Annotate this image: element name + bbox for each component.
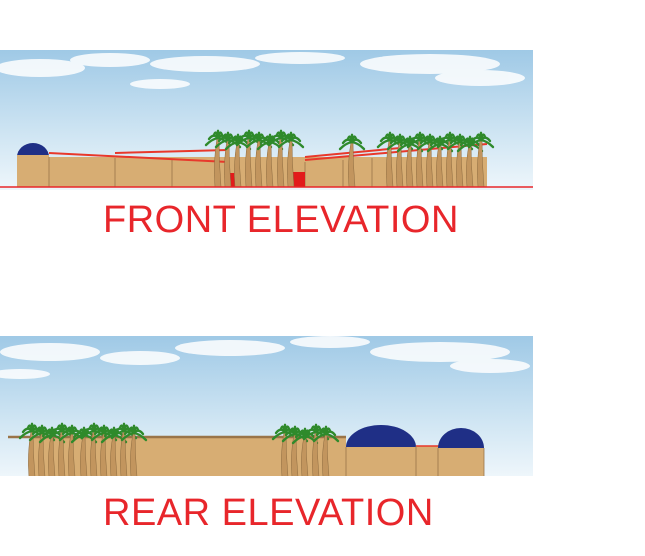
rear-dome-small-base [438, 448, 484, 476]
left-dome-base [17, 155, 49, 187]
rear-elevation-svg [0, 336, 533, 476]
palm-group-right [376, 131, 495, 188]
rear-wall-dividers [345, 446, 485, 476]
palm-group-middle [271, 423, 340, 476]
rear-elevation-title: REAR ELEVATION [103, 492, 434, 534]
rear-dome-large [346, 425, 416, 447]
roof-lines [48, 143, 488, 163]
rear-connector [416, 446, 438, 476]
front-door-left [229, 173, 239, 187]
front-door-right [293, 172, 305, 187]
palm-group-small [338, 133, 366, 188]
rear-dome-small [438, 428, 484, 448]
rear-wall [30, 437, 346, 476]
front-elevation-drawing [0, 50, 533, 190]
left-dome [17, 143, 49, 157]
rear-elevation-drawing [0, 336, 533, 476]
front-elevation-svg [0, 50, 533, 190]
front-elevation-title: FRONT ELEVATION [103, 199, 459, 241]
clouds [0, 52, 525, 89]
palm-group-center [204, 129, 305, 188]
rear-dome-large-base [346, 447, 416, 476]
palm-group-left [18, 422, 148, 476]
clouds [0, 336, 530, 379]
